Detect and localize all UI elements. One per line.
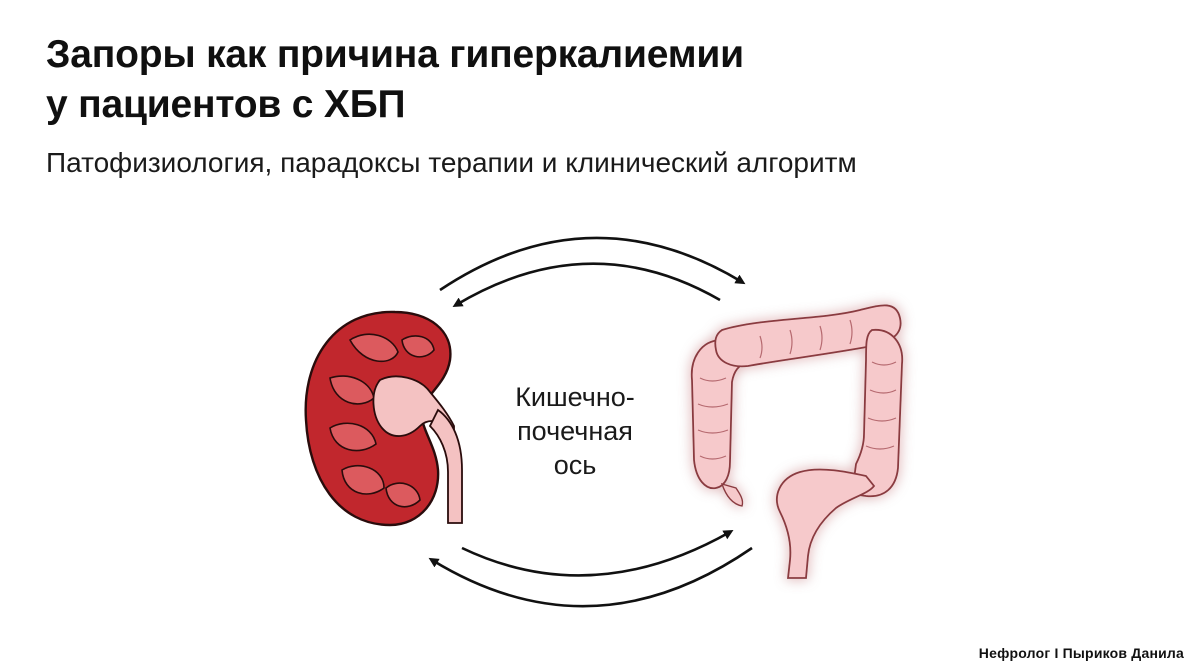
gut-kidney-axis-label: Кишечно- почечная ось — [470, 380, 680, 482]
colon-icon — [690, 304, 904, 579]
page-subtitle: Патофизиология, парадоксы терапии и клин… — [46, 147, 857, 178]
cycle-arrow-top-icon — [439, 236, 746, 308]
cycle-arrow-bottom-icon — [428, 530, 753, 608]
author-credit: Нефролог I Пыриков Данила — [978, 645, 1184, 661]
center-label-line-3: ось — [553, 450, 597, 480]
page-title: Запоры как причина гиперкалиемии у пацие… — [46, 30, 744, 130]
center-label-line-2: почечная — [517, 416, 633, 446]
center-label-line-1: Кишечно- — [515, 382, 635, 412]
kidney-icon — [304, 310, 463, 527]
title-line-2: у пациентов с ХБП — [46, 83, 406, 126]
title-line-1: Запоры как причина гиперкалиемии — [46, 33, 744, 76]
